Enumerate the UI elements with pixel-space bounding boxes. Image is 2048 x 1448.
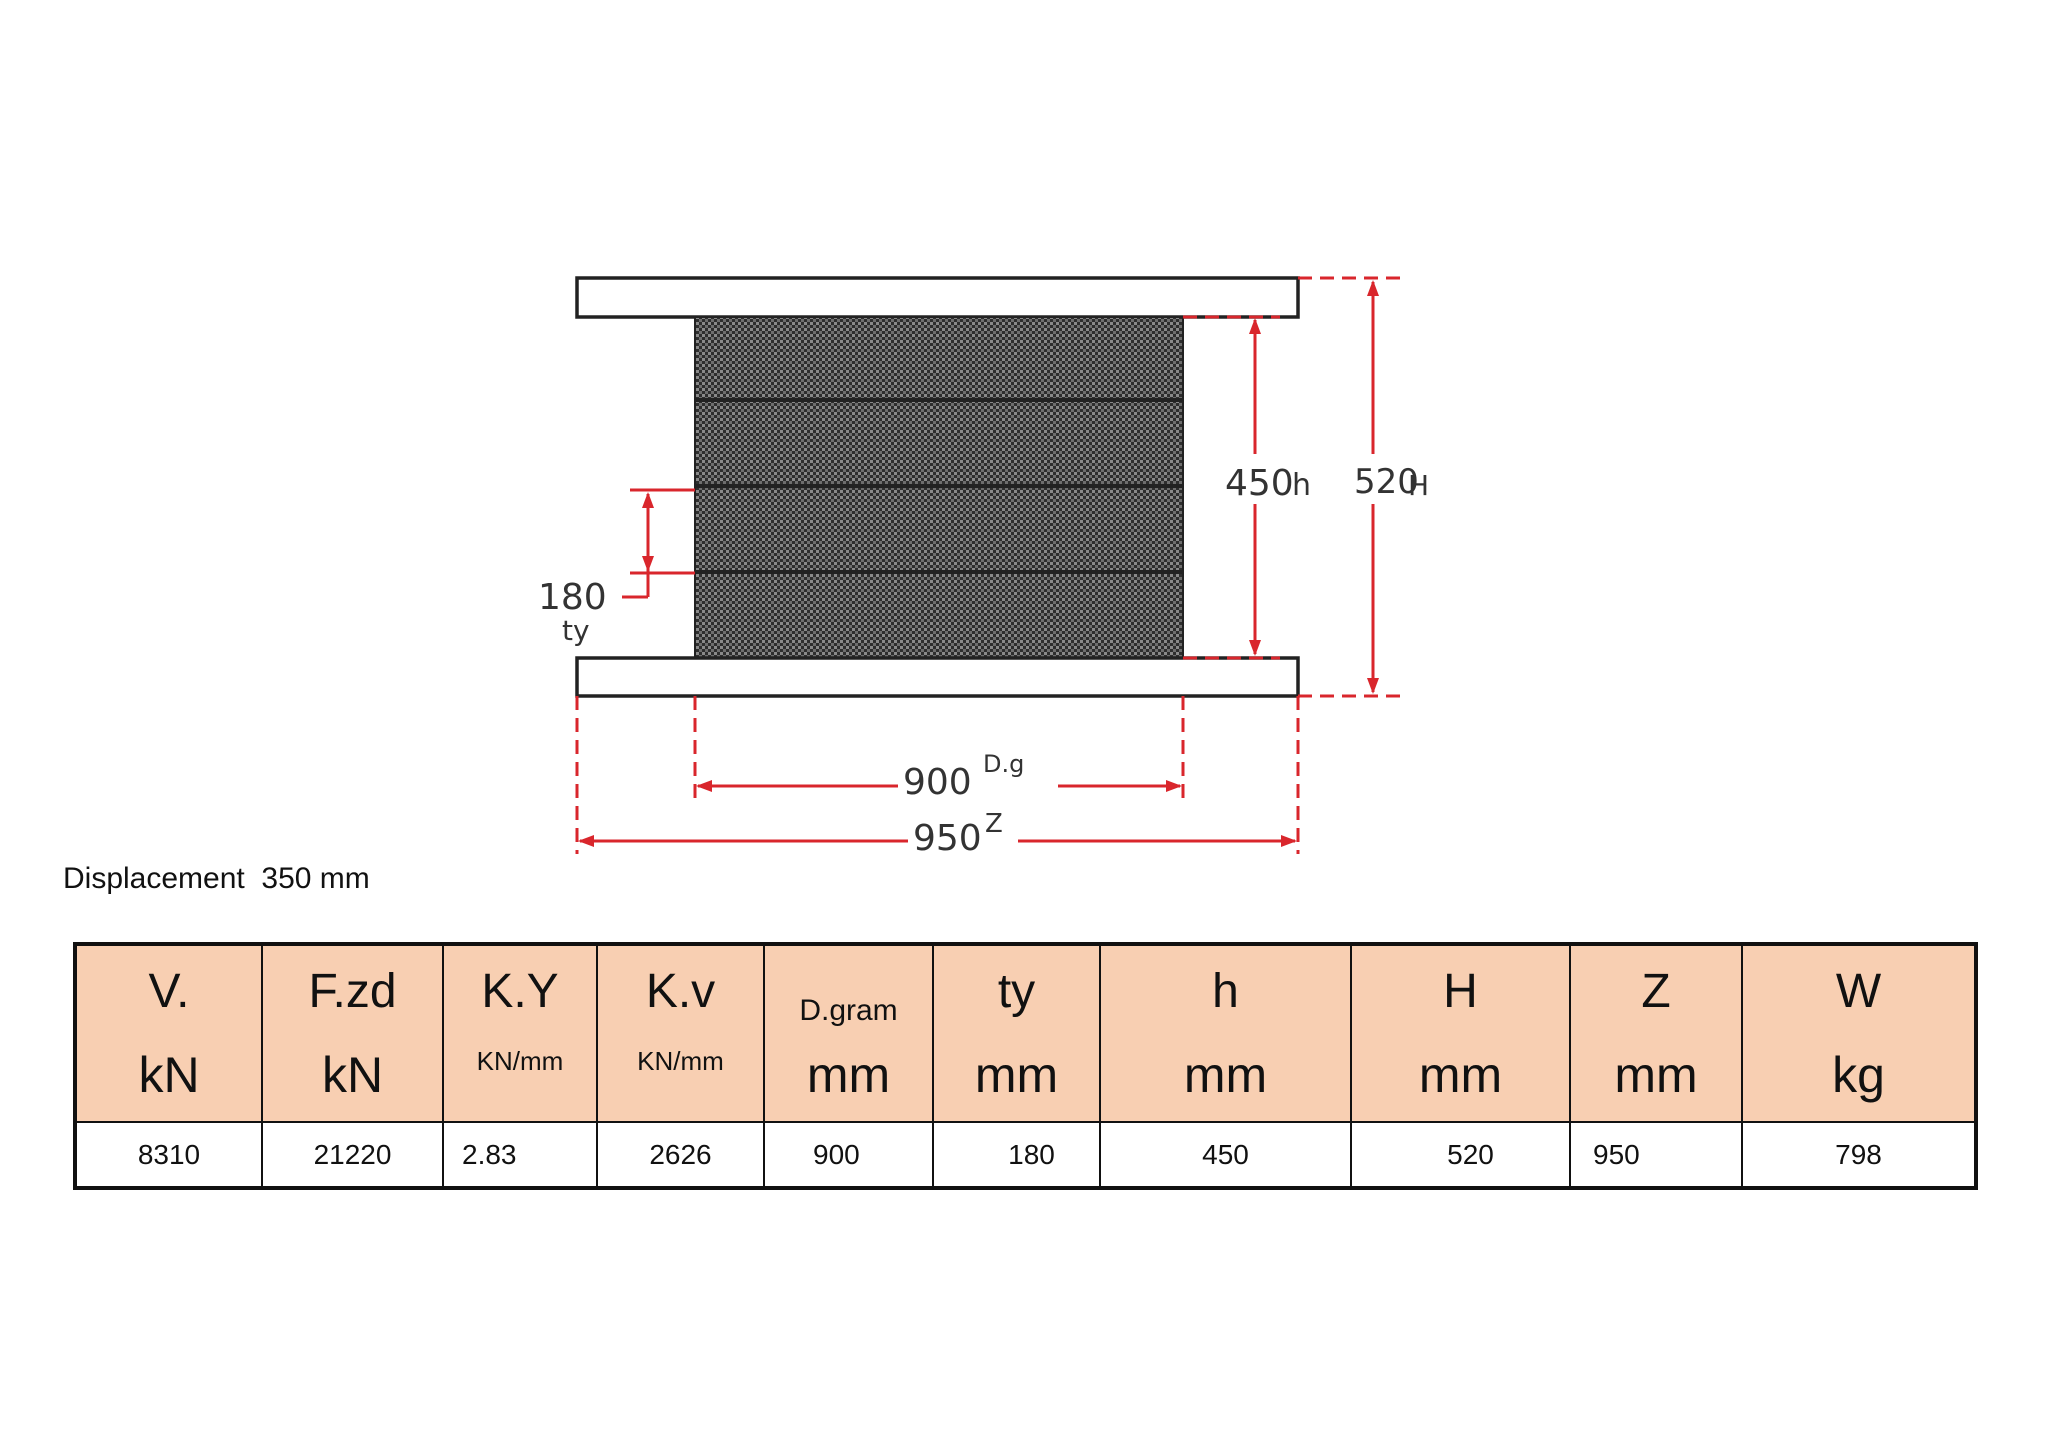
table-cell: 520 (1350, 1121, 1571, 1189)
H-value: 520 (1354, 462, 1419, 502)
dg-symbol: D.g (983, 750, 1024, 778)
table-cell: 950 (1569, 1121, 1743, 1189)
table-cell: 180 (932, 1121, 1101, 1189)
H-symbol: H (1408, 469, 1429, 502)
bearing-drawing: 450 h 520 H 180 ty 900 D.g 950 Z (540, 276, 1440, 860)
table-cell: 8310 (74, 1121, 263, 1189)
z-value: 950 (913, 818, 982, 859)
table-cell: 2.83 (442, 1121, 598, 1189)
displacement-label: Displacement 350 mm (63, 862, 370, 895)
table-row: 8310 21220 2.83 2626 900 180 450 520 950… (74, 1121, 1977, 1189)
table-cell: 21220 (261, 1121, 444, 1189)
table-cell: 2626 (596, 1121, 765, 1189)
h-value: 450 (1225, 463, 1294, 504)
rubber-layer (694, 400, 1184, 486)
header-cell: V.kN (74, 943, 263, 1123)
rubber-layer (694, 316, 1184, 400)
z-symbol: Z (985, 809, 1003, 839)
ty-symbol: ty (562, 614, 590, 647)
bottom-plate (575, 656, 1300, 698)
dg-value: 900 (903, 762, 972, 803)
top-plate (575, 276, 1300, 319)
rubber-layer (694, 572, 1184, 659)
table-cell: 900 (763, 1121, 934, 1189)
rubber-layer (694, 486, 1184, 572)
ty-value: 180 (540, 577, 607, 618)
h-symbol: h (1292, 468, 1311, 503)
table-cell: 798 (1741, 1121, 1977, 1189)
table-cell: 450 (1099, 1121, 1352, 1189)
